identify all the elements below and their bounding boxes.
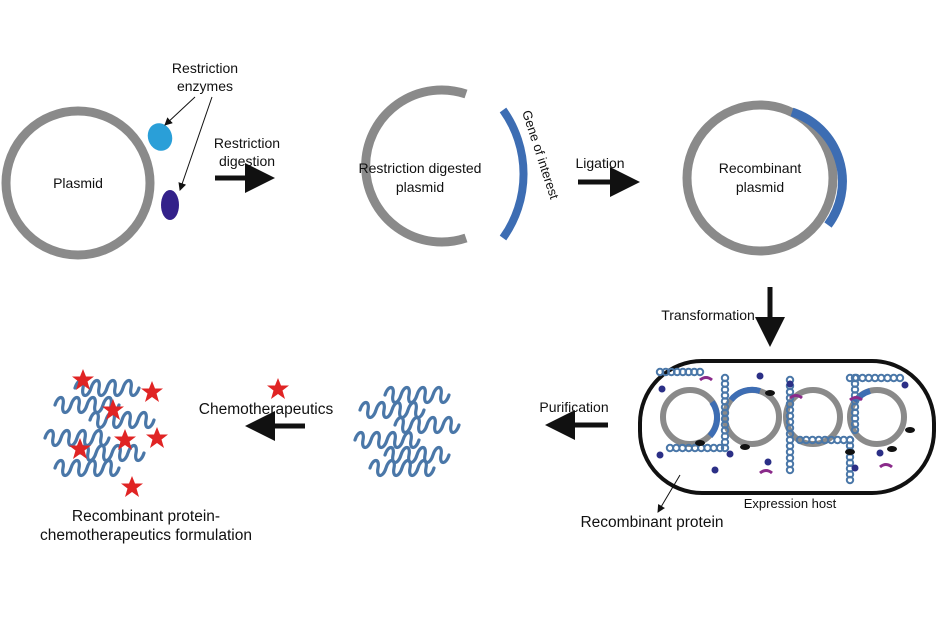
drug-star-icon bbox=[267, 378, 289, 399]
restriction-enzyme-dark bbox=[161, 190, 179, 220]
formulation-label-1: Recombinant protein- bbox=[72, 508, 220, 525]
protein-bead bbox=[715, 443, 725, 453]
formulation-label-2: chemotherapeutics formulation bbox=[40, 527, 252, 544]
digestion-label-2: digestion bbox=[219, 153, 275, 169]
pointer-arrow bbox=[178, 96, 213, 191]
drug-star-icon bbox=[146, 427, 168, 448]
chemotherapeutics-label: Chemotherapeutics bbox=[199, 401, 334, 418]
protein-bead bbox=[695, 367, 705, 377]
protein-bead bbox=[785, 465, 795, 475]
protein-bead bbox=[845, 435, 855, 445]
plasmid-ring bbox=[1, 106, 155, 260]
digested-ring bbox=[361, 85, 468, 247]
digested-label-1: Restriction digested bbox=[359, 160, 482, 176]
host-label: Expression host bbox=[744, 496, 837, 511]
protein-bead bbox=[850, 425, 860, 435]
ligation-label: Ligation bbox=[575, 155, 624, 171]
recombinant-protein-label: Recombinant protein bbox=[580, 514, 723, 531]
formulation: Recombinant protein- chemotherapeutics f… bbox=[40, 369, 252, 544]
digested-plasmid: Restriction digested plasmid Gene of int… bbox=[359, 85, 562, 247]
restriction-enzymes-callout: Restriction enzymes bbox=[164, 60, 238, 191]
enzymes-label-1: Restriction bbox=[172, 60, 238, 76]
transformation-step: Transformation bbox=[661, 287, 785, 347]
inserted-gene bbox=[790, 107, 847, 228]
host-particles bbox=[656, 372, 915, 475]
pointer-arrow bbox=[164, 96, 196, 126]
protein-bead bbox=[845, 475, 855, 485]
plasmid-label: Plasmid bbox=[53, 175, 103, 191]
ligation-step: Ligation bbox=[575, 155, 640, 197]
restriction-enzyme-light bbox=[147, 123, 173, 151]
protein-bead bbox=[895, 373, 905, 383]
purified-protein bbox=[353, 385, 461, 478]
expression-host: Expression host Recombinant protein bbox=[580, 359, 936, 531]
protein-bead bbox=[720, 443, 730, 453]
gene-of-interest bbox=[499, 107, 528, 241]
protein-pointer bbox=[657, 474, 681, 513]
recombinant-plasmid: Recombinant plasmid bbox=[682, 100, 847, 256]
digested-label-2: plasmid bbox=[396, 179, 444, 195]
drug-loading-step: Chemotherapeutics bbox=[199, 378, 334, 441]
digestion-label-1: Restriction bbox=[214, 135, 280, 151]
purification-step: Purification bbox=[539, 399, 609, 440]
plasmid: Plasmid bbox=[1, 106, 179, 260]
recombinant-label-1: Recombinant bbox=[719, 160, 802, 176]
recombinant-label-2: plasmid bbox=[736, 179, 784, 195]
enzymes-label-2: enzymes bbox=[177, 78, 233, 94]
purification-label: Purification bbox=[539, 399, 608, 415]
drug-star-icon bbox=[121, 476, 143, 497]
recombinant-ring bbox=[682, 100, 838, 256]
transformation-label: Transformation bbox=[661, 307, 755, 323]
drug-star-icon bbox=[141, 381, 163, 402]
digestion-step: Restriction digestion bbox=[214, 135, 280, 193]
